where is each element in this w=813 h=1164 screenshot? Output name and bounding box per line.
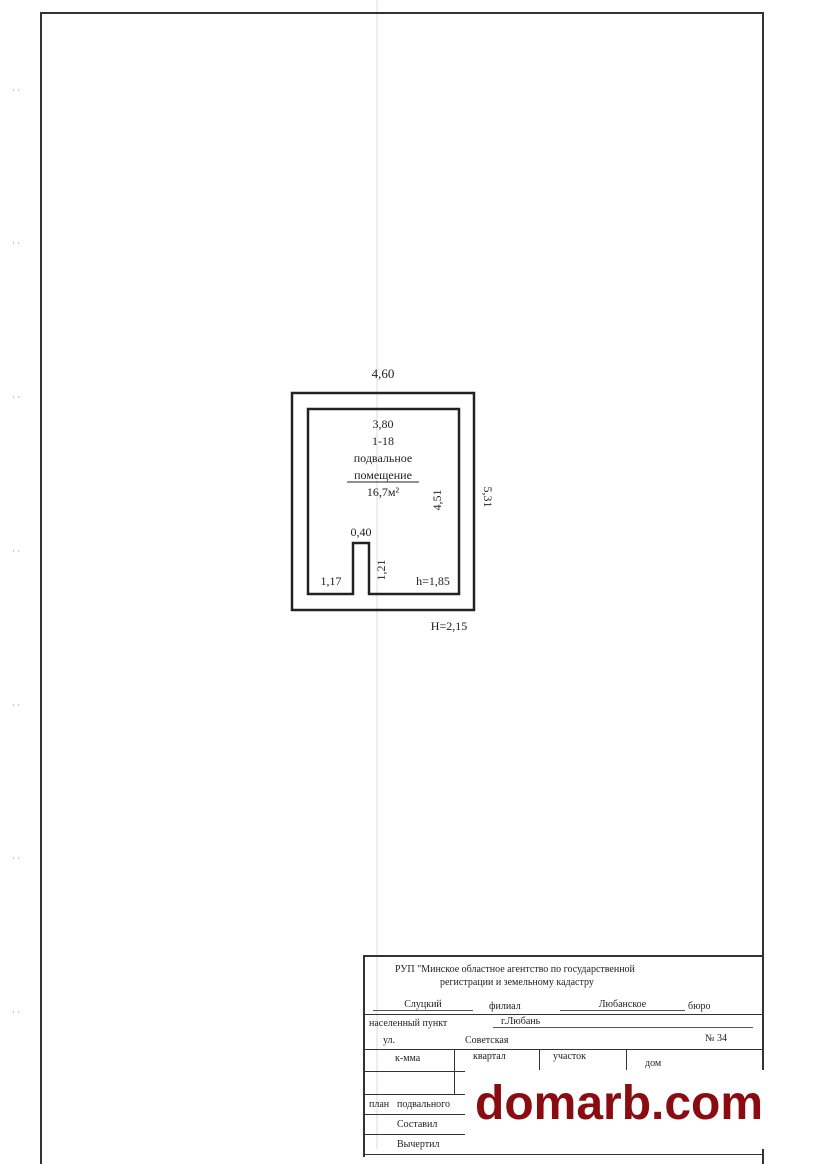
inner-length-label: 4,51 [430,490,444,511]
punch-mark: · · [12,238,21,248]
compiled-label: Составил [397,1119,438,1130]
org-line1: РУП "Минское областное агентство по госу… [395,964,635,975]
street-value: Советская [465,1035,509,1046]
watermark: domarb.com [465,1070,813,1149]
col-4-label: дом [645,1058,662,1069]
branch-label: филиал [489,1001,521,1012]
punch-mark: · · [12,700,21,710]
settlement-label: населенный пункт [369,1018,448,1029]
room-name-line2: помещение [354,468,412,482]
room-number: 1-18 [372,434,394,448]
room-name-line1: подвальное [354,451,412,465]
bureau-value: Любанское [560,999,685,1011]
house-number: № 34 [705,1033,728,1044]
watermark-text: domarb.com [475,1077,764,1130]
scan-fold-line [376,0,378,1149]
title-block-header: РУП "Минское областное агентство по госу… [365,957,762,1015]
outer-width-label: 4,60 [372,366,395,381]
page-border [40,12,764,1164]
inner-width-label: 3,80 [373,417,394,431]
plan-label: план [369,1099,390,1110]
drawn-label: Вычертил [397,1139,440,1150]
punch-mark: · · [12,546,21,556]
bureau-label: бюро [688,1001,711,1012]
room-area: 16,7м² [367,485,400,499]
notch-depth-label: 1,21 [374,560,388,581]
address-row: населенный пункт г.Любань ул. Советская … [365,1014,762,1050]
org-line2: регистрации и земельному кадастру [440,977,594,988]
plan-value: подвального [397,1099,451,1110]
outer-wall [290,391,476,612]
inner-wall [306,407,461,596]
punch-mark: · · [12,853,21,863]
punch-mark: · · [12,1007,21,1017]
punch-mark: · · [12,392,21,402]
left-segment-label: 1,17 [321,574,342,588]
punch-mark: · · [12,85,21,95]
outer-height-label: H=2,15 [431,619,467,633]
notch-width-label: 0,40 [351,525,372,539]
settlement-value: г.Любань [493,1016,753,1028]
outer-length-label: 5,31 [481,487,495,508]
inner-height-label: h=1,85 [416,574,450,588]
col-3-label: участок [553,1051,587,1062]
branch-value: Слуцкий [373,999,473,1011]
street-label: ул. [383,1035,396,1046]
col-2-label: квартал [473,1051,506,1062]
col-1-label: к-мма [395,1053,421,1064]
